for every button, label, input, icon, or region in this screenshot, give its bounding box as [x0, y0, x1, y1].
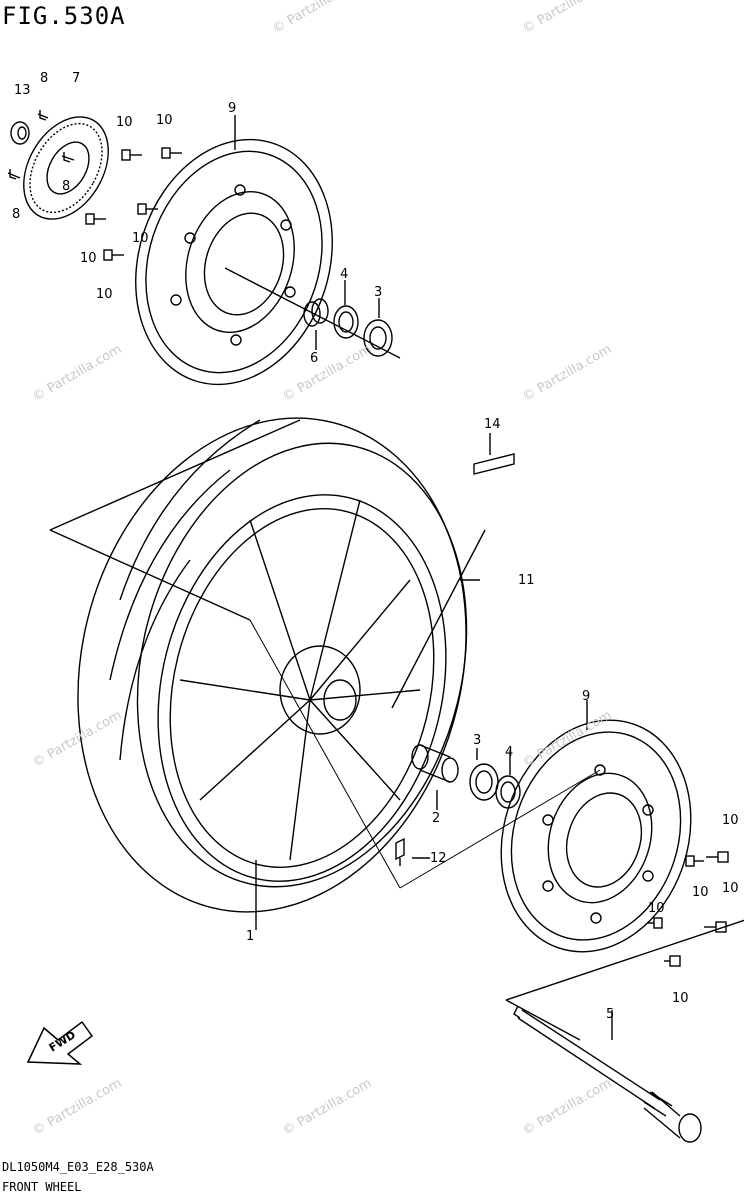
tire-valve-12[interactable]	[395, 837, 405, 866]
upper-bearing-3[interactable]	[363, 319, 393, 357]
bolt-10-b[interactable]	[161, 147, 182, 159]
bolt-10-c[interactable]	[137, 203, 158, 215]
lower-oil-seal-4[interactable]	[495, 775, 521, 809]
callout-10: 10	[722, 881, 739, 896]
bolt-10-i[interactable]	[648, 917, 663, 929]
callout-8: 8	[12, 207, 20, 222]
callout-11: 11	[518, 573, 535, 588]
callout-10: 10	[672, 991, 689, 1006]
figure-name: FRONT WHEEL	[2, 1180, 82, 1194]
upper-brake-disc[interactable]	[105, 114, 363, 410]
lower-bearing-3[interactable]	[469, 763, 499, 801]
bolt-10-j[interactable]	[664, 955, 681, 967]
callout-1: 1	[246, 929, 254, 944]
callout-5: 5	[606, 1007, 614, 1022]
bolt-10-e[interactable]	[103, 249, 124, 261]
bolt-8-left[interactable]	[7, 169, 21, 180]
bolt-10-f[interactable]	[706, 851, 729, 863]
balance-weight-14[interactable]	[473, 453, 515, 475]
figure-title: FIG.530A	[2, 2, 126, 30]
callout-10: 10	[156, 113, 173, 128]
callout-10: 10	[132, 231, 149, 246]
bolt-10-a[interactable]	[121, 149, 142, 161]
callout-2: 2	[432, 811, 440, 826]
upper-spacer-6[interactable]	[303, 298, 329, 327]
bolt-8-center[interactable]	[61, 152, 75, 163]
callout-10: 10	[96, 287, 113, 302]
callout-8: 8	[62, 179, 70, 194]
callout-6: 6	[310, 351, 318, 366]
callout-3: 3	[473, 733, 481, 748]
fwd-arrow-icon: FWD	[26, 1020, 94, 1065]
callout-14: 14	[484, 417, 501, 432]
callout-labels: 13 8 7 8 8 10 10 10 10 10 9 4 3 6 14 11 …	[12, 71, 739, 1022]
callout-10: 10	[648, 901, 665, 916]
callout-4: 4	[505, 745, 513, 760]
bolt-10-d[interactable]	[85, 213, 106, 225]
callout-10: 10	[116, 115, 133, 130]
upper-oil-seal-4[interactable]	[333, 305, 359, 339]
callout-13: 13	[14, 83, 31, 98]
bolt-10-g[interactable]	[685, 855, 704, 867]
callout-4: 4	[340, 267, 348, 282]
callout-7: 7	[72, 71, 80, 86]
front-tire[interactable]	[27, 376, 517, 953]
callout-9: 9	[582, 689, 590, 704]
front-axle-5[interactable]	[513, 1005, 702, 1143]
callout-10: 10	[692, 885, 709, 900]
front-wheel-rim[interactable]	[119, 464, 486, 912]
callout-8: 8	[40, 71, 48, 86]
bolt-8-top[interactable]	[37, 110, 49, 121]
lower-spacer-2[interactable]	[411, 744, 459, 783]
callout-10: 10	[722, 813, 739, 828]
abs-tone-ring[interactable]	[6, 102, 125, 234]
nut-13[interactable]	[10, 121, 30, 145]
callout-9: 9	[228, 101, 236, 116]
lower-brake-disc[interactable]	[472, 695, 720, 976]
model-code: DL1050M4_E03_E28_530A	[2, 1160, 154, 1174]
callout-12: 12	[430, 851, 447, 866]
callout-10: 10	[80, 251, 97, 266]
callout-3: 3	[374, 285, 382, 300]
